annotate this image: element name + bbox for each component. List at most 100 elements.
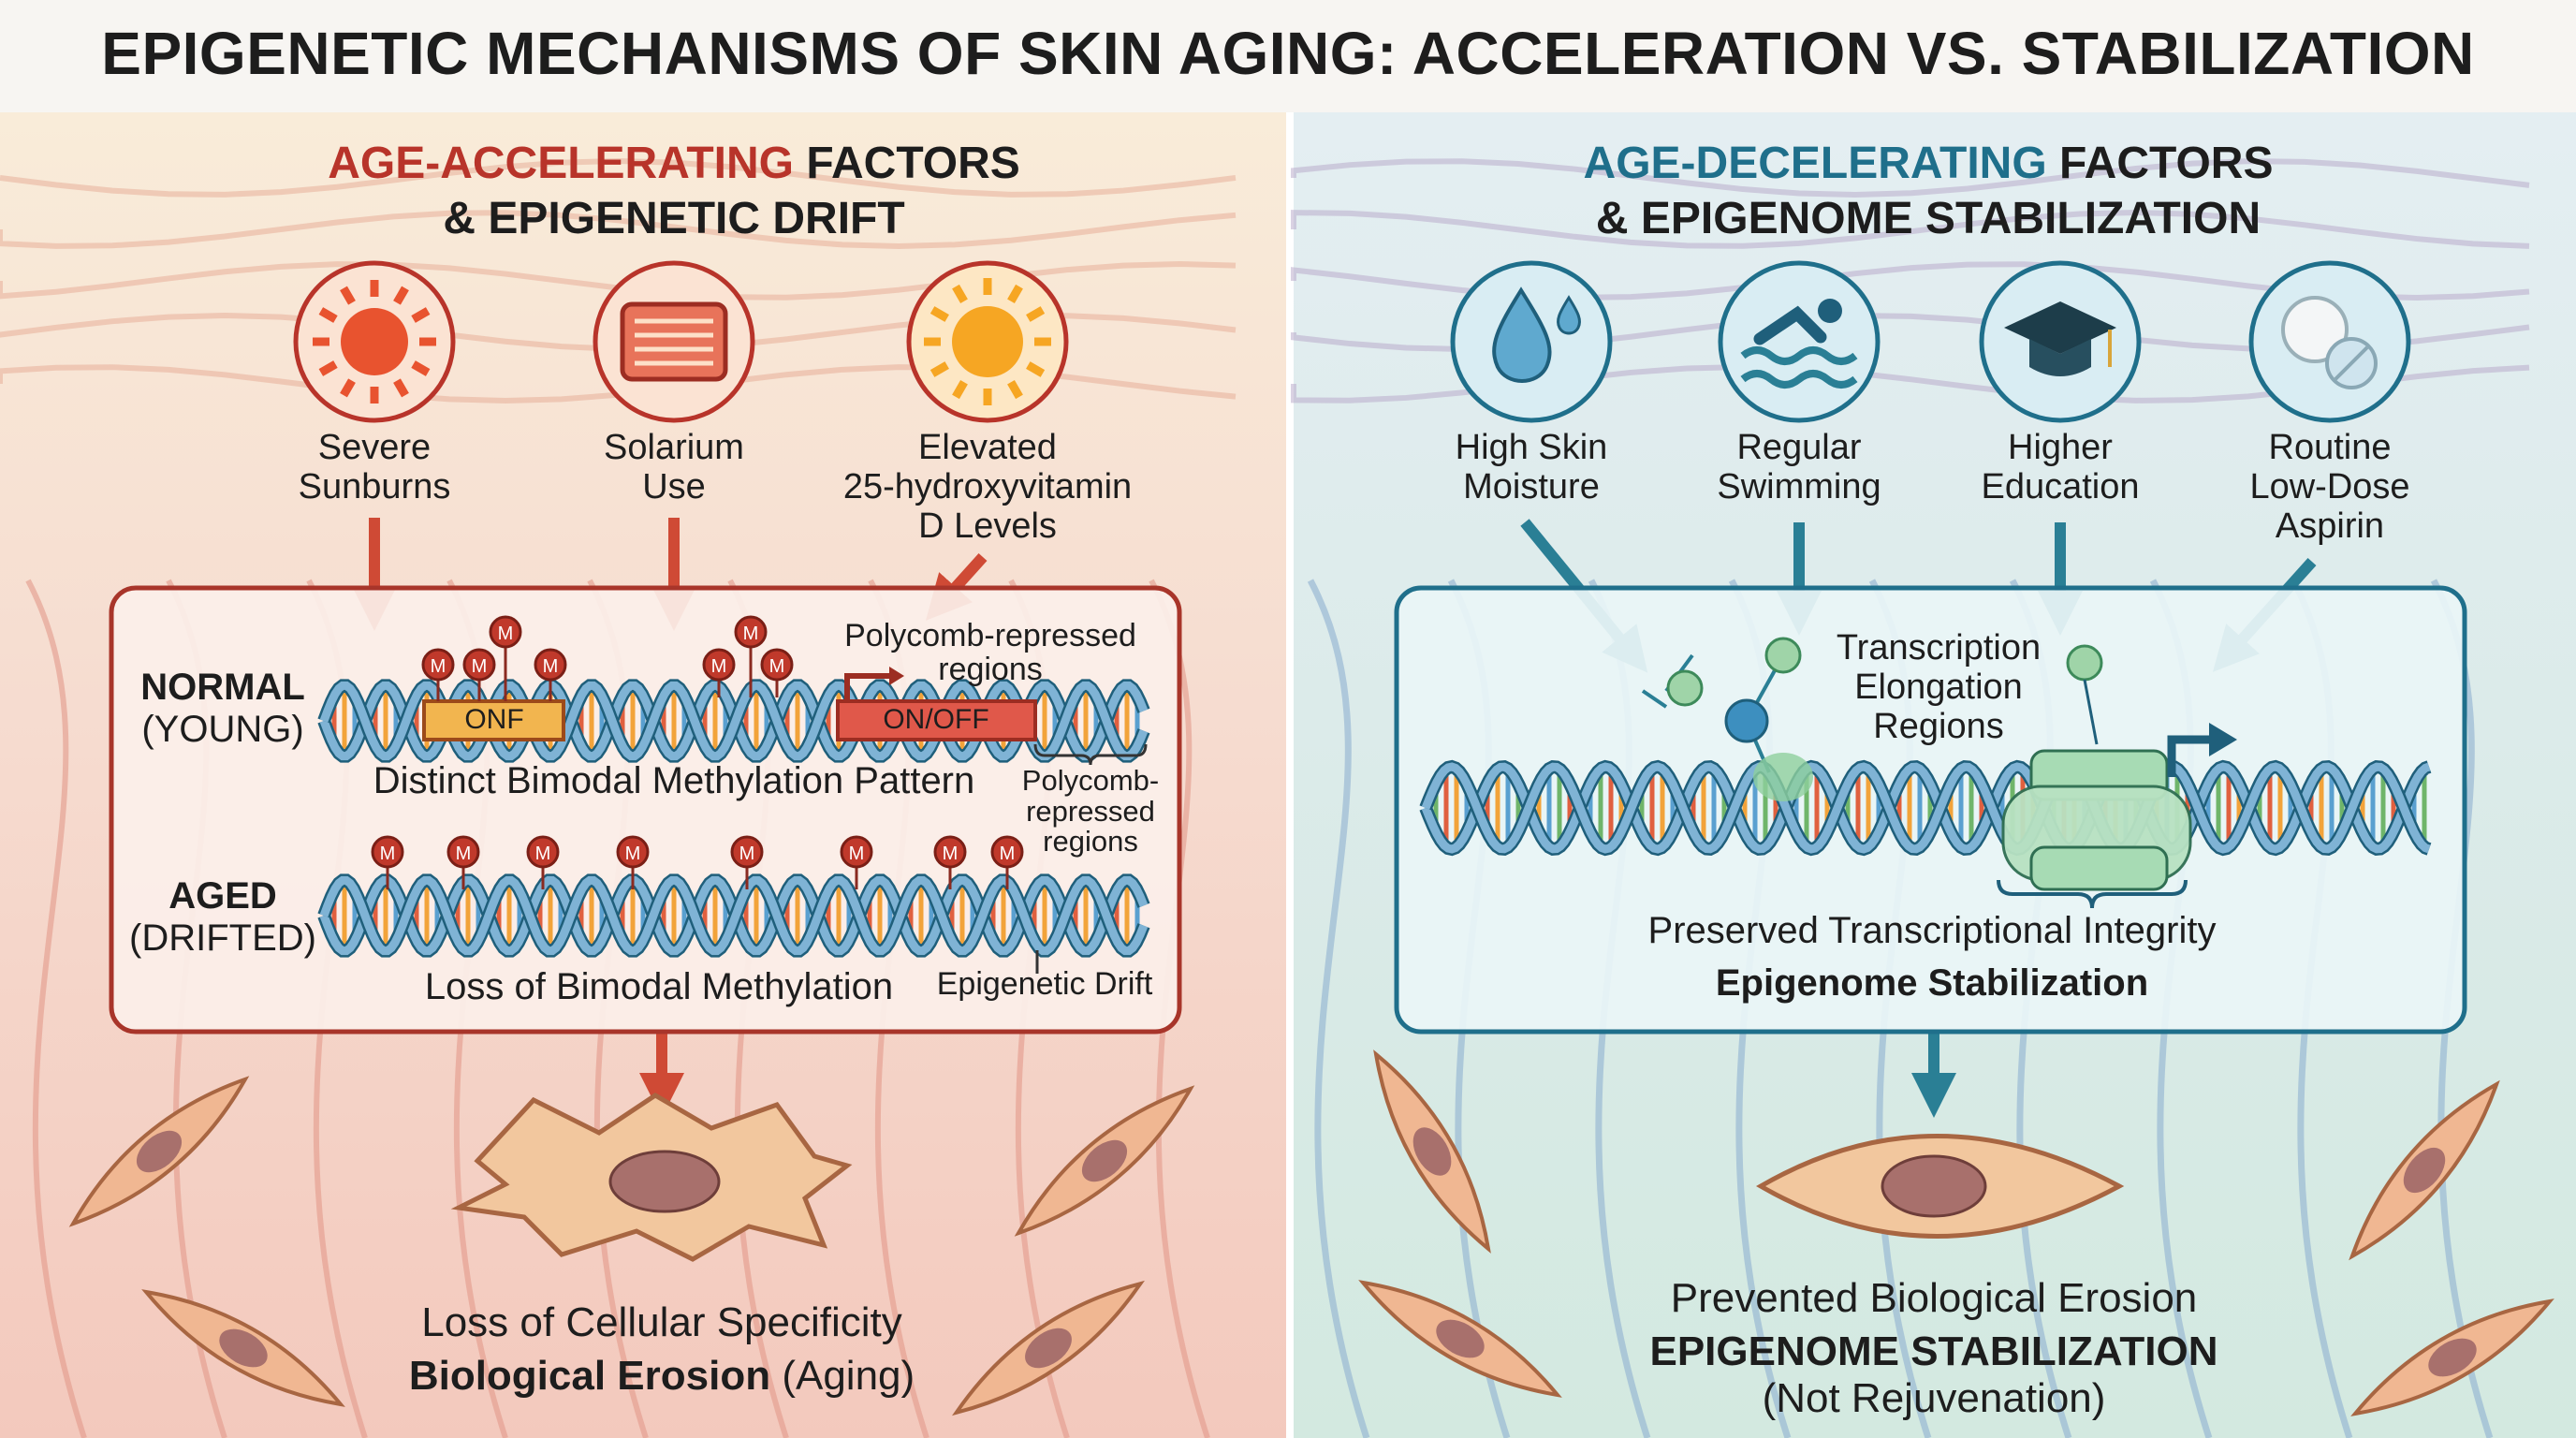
methyl-letter: M [943, 844, 959, 864]
fibroblast [68, 1076, 250, 1227]
cell-nucleus [1025, 1328, 1072, 1369]
protein-node [1764, 637, 1802, 674]
loss-bimodal-label: Loss of Bimodal Methylation [424, 966, 894, 1007]
preserved-integrity-label: Preserved Transcriptional Integrity [1647, 910, 2217, 951]
sun-ray [318, 307, 338, 323]
skin-layer-line [1291, 158, 2530, 198]
methyl-letter: M [625, 844, 641, 864]
distinct-pattern-label: Distinct Bimodal Methylation Pattern [373, 760, 975, 801]
right-outcome: Prevented Biological Erosion EPIGENOME S… [1649, 1275, 2218, 1421]
methyl-circle [616, 835, 650, 869]
integrity-brace [1997, 879, 2188, 909]
collagen-fiber [25, 579, 87, 1438]
methyl-mark: M [371, 835, 404, 889]
normal-young-label: NORMAL(YOUNG) [140, 667, 305, 750]
left-header: AGE-ACCELERATING FACTORS & EPIGENETIC DR… [328, 137, 1020, 246]
methyl-circle [760, 648, 794, 682]
sun-ray [952, 380, 968, 400]
sun-ray [393, 286, 409, 305]
pills-icon [2248, 260, 2411, 423]
methyl-mark: M [489, 615, 522, 701]
methyl-mark: M [534, 648, 567, 701]
right-header-rest: FACTORS [2046, 139, 2274, 188]
methyl-circle [462, 648, 496, 682]
aged-drifted-label: AGED(DRIFTED) [129, 875, 316, 959]
sun-ray [393, 378, 409, 398]
cell-nucleus [1081, 1139, 1128, 1182]
healthy-fibroblast-right [1756, 1134, 2125, 1239]
left-header-line2: & EPIGENETIC DRIFT [443, 193, 905, 243]
methyl-circle [534, 648, 567, 682]
protein-node [2066, 644, 2103, 682]
methyl-circle [840, 835, 873, 869]
fibroblast [141, 1289, 345, 1407]
sun-ray [318, 360, 338, 376]
methyl-circle [371, 835, 404, 869]
methyl-circle [730, 835, 764, 869]
sun-vitamin-d-icon [906, 260, 1069, 423]
onf-label: ONF [464, 704, 524, 735]
skin-layer-line [0, 210, 1237, 250]
cell-nucleus [1412, 1127, 1452, 1176]
methyl-letter: M [472, 656, 488, 677]
tss-arrow-right [2167, 735, 2214, 777]
fibroblast [1014, 1085, 1195, 1237]
epigenome-stabilization-label: Epigenome Stabilization [1715, 962, 2149, 1004]
sun-ray [1007, 284, 1023, 303]
right-header: AGE-DECELERATING FACTORS & EPIGENOME STA… [1584, 137, 2274, 246]
sun-ray [1026, 306, 1046, 322]
methyl-circle [526, 835, 560, 869]
methyl-circle [702, 648, 736, 682]
methyl-mark: M [933, 835, 967, 889]
methyl-mark: M [421, 648, 455, 701]
fibroblast [1358, 1280, 1562, 1398]
cell-nucleus [2428, 1338, 2477, 1377]
methyl-letter: M [543, 656, 559, 677]
right-factor-icons [1450, 260, 2411, 423]
methyl-mark: M [526, 835, 560, 889]
cell-nucleus [2403, 1147, 2446, 1194]
sun-ray [1007, 380, 1023, 400]
right-header-highlight: AGE-DECELERATING [1583, 139, 2047, 188]
fibroblast [952, 1280, 1145, 1416]
senescent-fibroblast-left [450, 1093, 853, 1262]
methyl-letter: M [739, 844, 755, 864]
sun-ray [411, 360, 431, 376]
sun-ray [1026, 361, 1046, 377]
sun-ray [340, 378, 356, 398]
methyl-letter: M [769, 656, 785, 677]
onoff-label: ON/OFF [883, 704, 989, 735]
methyl-mark: M [990, 835, 1024, 889]
methyl-mark: M [730, 835, 764, 889]
methyl-circle [933, 835, 967, 869]
methyl-circle [990, 835, 1024, 869]
methyl-letter: M [711, 656, 727, 677]
swimming-icon [1718, 260, 1881, 423]
background-fibroblasts [68, 1049, 2554, 1416]
onoff-region [836, 699, 1037, 741]
tss-arrow-left [844, 673, 889, 701]
methyl-mark: M [462, 648, 496, 701]
cell-nucleus [1436, 1319, 1485, 1358]
methyl-letter: M [849, 844, 865, 864]
dna-strand [1421, 762, 2431, 854]
water-drop-icon [1450, 260, 1613, 423]
skin-layer-line [0, 157, 1237, 198]
bound-factor [1753, 753, 1813, 801]
methyl-mark: M [616, 835, 650, 889]
panel-divider [1286, 112, 1294, 1438]
left-factor-icons [293, 260, 1069, 423]
methyl-circle [421, 648, 455, 682]
methyl-letter: M [431, 656, 446, 677]
methyl-mark: M [760, 648, 794, 697]
skin-layer-line [1291, 210, 2530, 249]
methyl-mark: M [702, 648, 736, 697]
